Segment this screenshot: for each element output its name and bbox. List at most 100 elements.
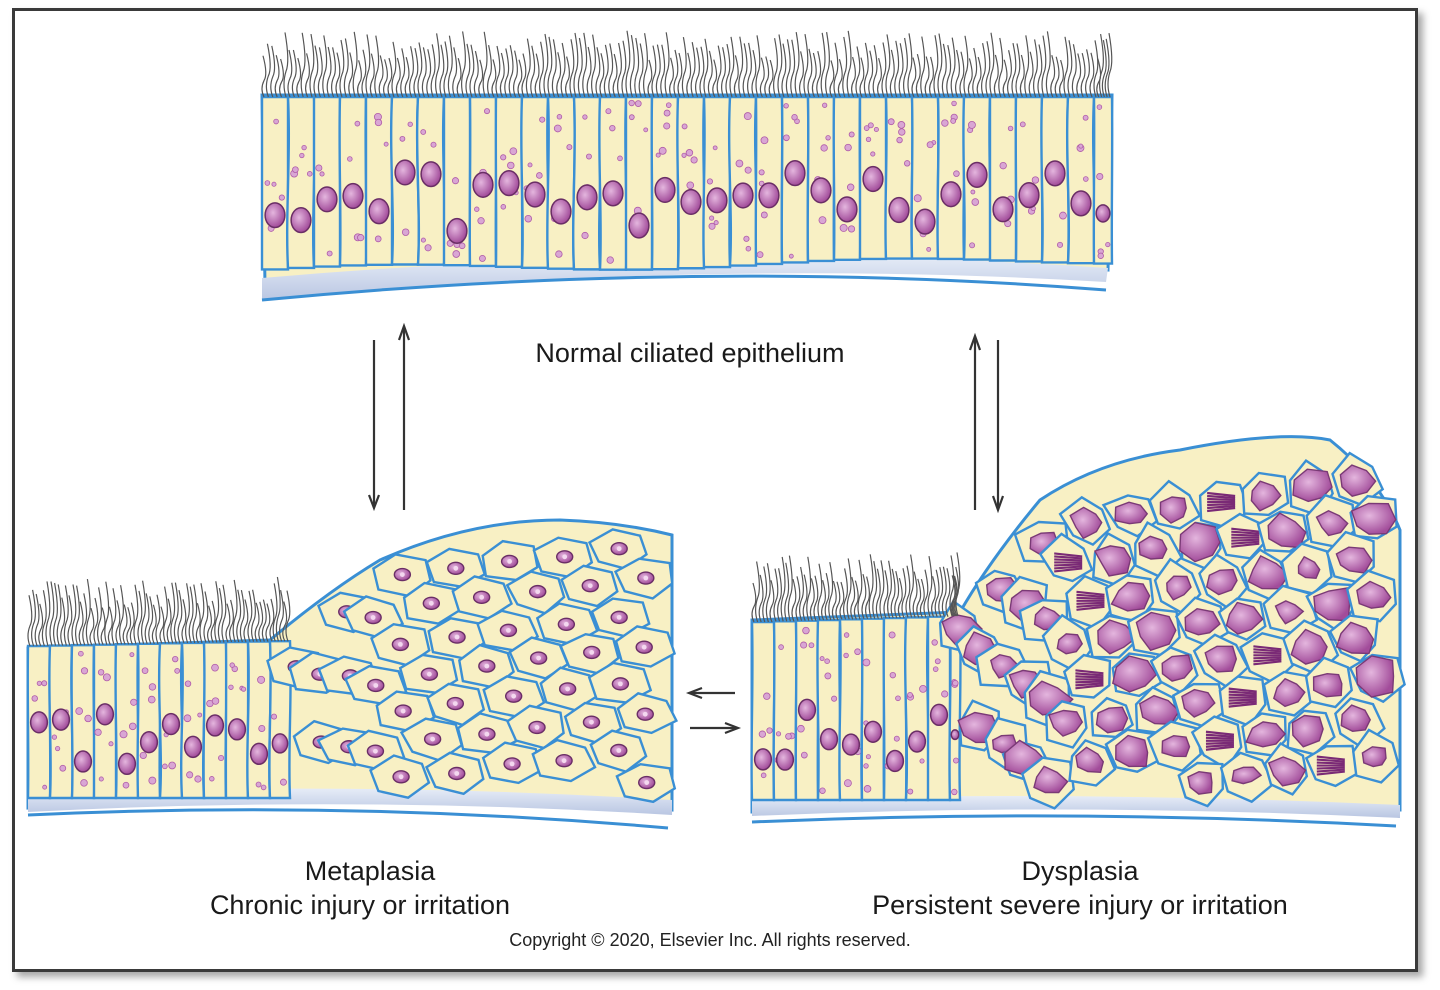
granule [399, 135, 406, 142]
granule [326, 250, 333, 257]
nucleolus [370, 615, 376, 620]
granule [306, 171, 313, 177]
nucleolus [426, 671, 432, 677]
arrow-dysplasia-to-metaplasia [685, 686, 735, 700]
granule [873, 127, 879, 133]
columnar-cell [312, 95, 342, 268]
cilium [937, 33, 943, 98]
cilium [629, 35, 635, 98]
cilium [365, 34, 371, 98]
cilium [806, 556, 812, 621]
cilium [963, 35, 969, 98]
cilium [1050, 55, 1056, 98]
cilium [409, 46, 414, 98]
cilium [811, 52, 817, 98]
granule [896, 136, 903, 144]
cilium [664, 32, 670, 98]
columnar-cell [988, 95, 1018, 262]
nucleus [1018, 182, 1040, 209]
granule [130, 698, 138, 706]
nucleus [758, 182, 780, 209]
cilium [1076, 53, 1082, 98]
granule [820, 144, 828, 152]
atypical-nucleus [1250, 480, 1282, 512]
cilium [478, 59, 484, 98]
granule [194, 775, 202, 783]
nucleus [368, 198, 390, 225]
cilium [400, 48, 406, 98]
nucleus [205, 714, 225, 737]
cilium [75, 585, 80, 646]
cilium [181, 599, 187, 644]
granule [760, 211, 768, 219]
granule [357, 234, 365, 242]
cilium [31, 589, 36, 647]
cilium [677, 52, 683, 98]
atypical-nucleus [1138, 535, 1168, 560]
columnar-cell [136, 642, 162, 800]
cilium [877, 57, 882, 98]
cilium [285, 590, 291, 642]
cilium [254, 602, 260, 642]
cilium [1067, 40, 1073, 98]
cilium [755, 35, 761, 98]
nucleus [950, 729, 960, 741]
nucleus [446, 217, 468, 245]
cilium [759, 57, 765, 98]
cilium [1099, 33, 1104, 98]
granule [907, 788, 914, 795]
arrow-normal-to-dysplasia [991, 340, 1005, 514]
atypical-nucleus [1267, 756, 1307, 787]
cilium [300, 32, 306, 98]
nucleolus [616, 546, 622, 552]
cilium [352, 31, 358, 98]
cilium [868, 554, 874, 619]
granule [147, 695, 156, 704]
granule [478, 254, 486, 262]
granule [843, 632, 850, 638]
cilium [305, 53, 310, 98]
cilium [821, 579, 826, 621]
cilium [232, 579, 238, 643]
cilium [1071, 44, 1077, 98]
cilium [560, 42, 566, 98]
cilium [111, 588, 117, 645]
atypical-nucleus [1231, 766, 1263, 785]
nucleus [784, 160, 806, 187]
cilium [119, 585, 124, 645]
mitotic-figure [1253, 656, 1282, 660]
cilium [282, 601, 288, 642]
cilium [148, 596, 154, 645]
cilium [525, 38, 531, 98]
atypical-nucleus [1292, 468, 1333, 503]
granule [932, 666, 939, 672]
mitotic-figure [1076, 605, 1105, 611]
atypical-nucleus [1093, 545, 1132, 577]
cilium [27, 595, 33, 647]
cilium [173, 582, 179, 644]
cilium [875, 568, 881, 619]
granule [319, 171, 325, 177]
cilium [203, 591, 209, 643]
cilium [617, 42, 622, 98]
cilium [45, 581, 51, 647]
granule [354, 120, 361, 127]
atypical-nucleus [1272, 677, 1306, 708]
cilium [38, 603, 44, 647]
cilium [247, 590, 253, 642]
cilium [660, 44, 666, 98]
nucleus [732, 182, 754, 209]
cilium [790, 39, 796, 98]
granule [846, 183, 855, 191]
mitotic-figure [1316, 761, 1345, 765]
cilium [690, 41, 696, 98]
cilium [270, 45, 276, 98]
atypical-nucleus [1159, 496, 1187, 524]
cilium [317, 47, 323, 98]
granule [1083, 176, 1089, 182]
nucleus [394, 159, 416, 186]
cilium [621, 40, 627, 98]
cilium [916, 578, 922, 618]
nucleus [862, 165, 884, 193]
